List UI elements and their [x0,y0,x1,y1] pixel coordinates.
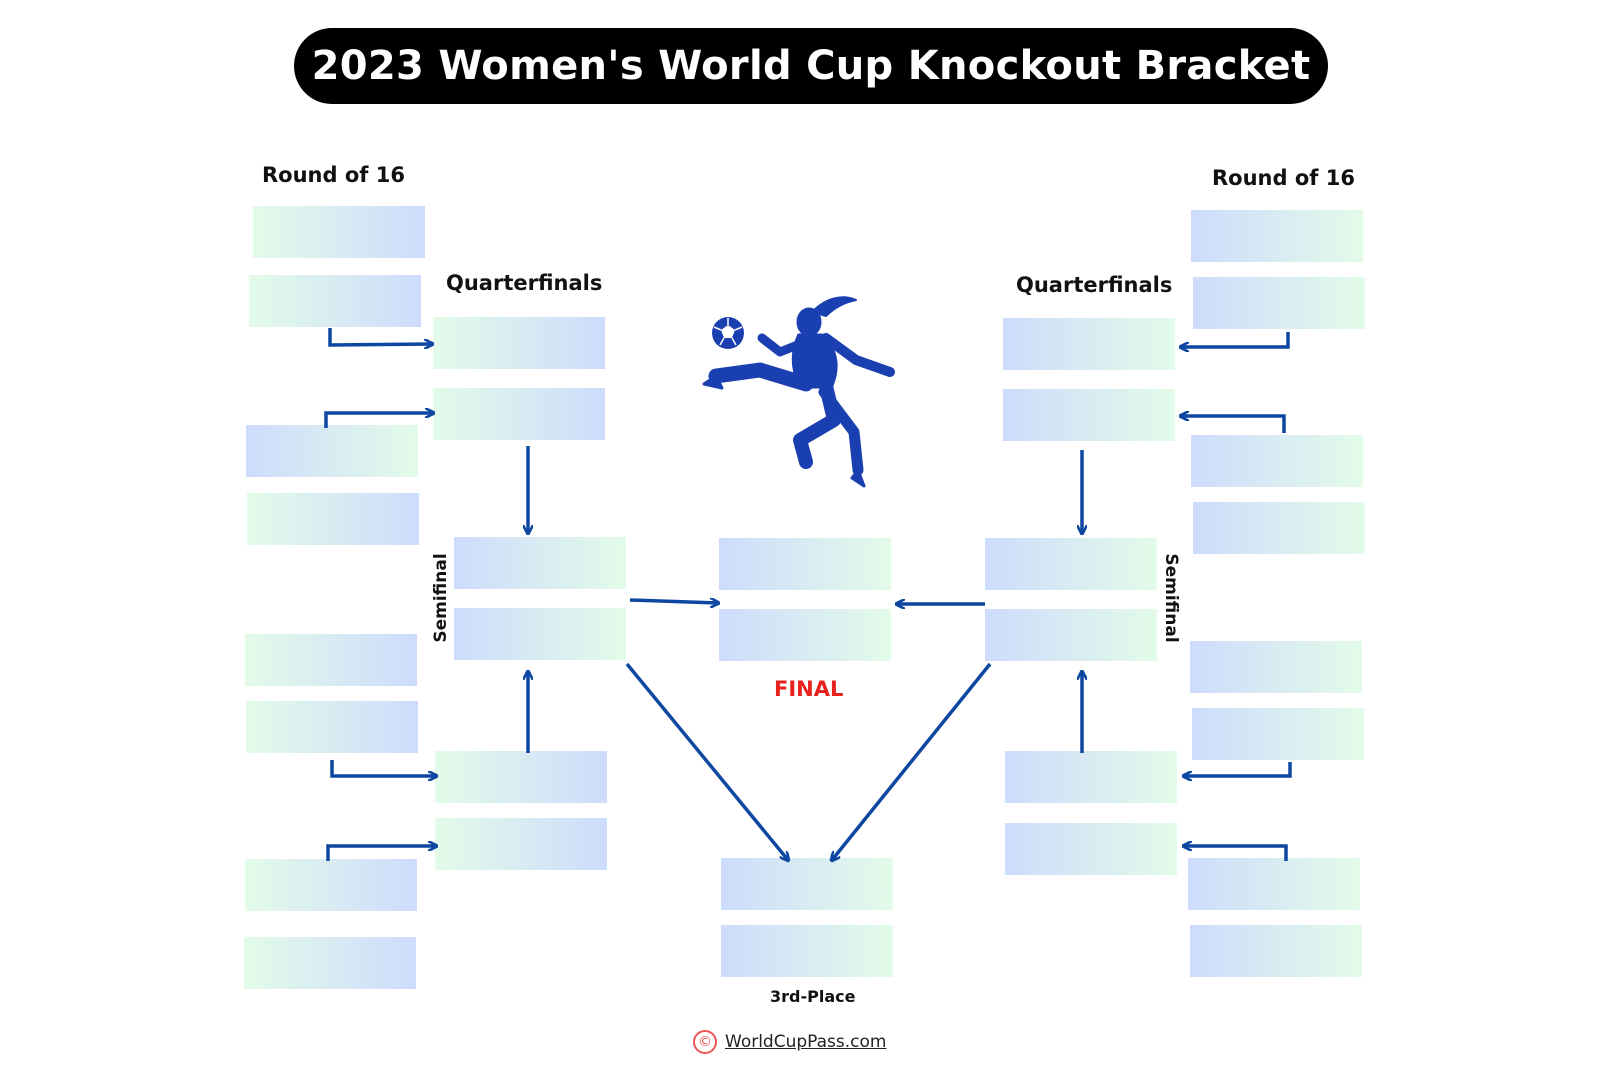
r16-right-slot-3[interactable] [1191,435,1363,487]
r16-left-slot-1[interactable] [253,206,425,258]
soccer-ball-icon [712,317,744,349]
r16-right-slot-1[interactable] [1191,210,1363,262]
r16-left-slot-7[interactable] [245,859,417,911]
r16-right-slot-5[interactable] [1190,641,1362,693]
arrow-r16-right-2 [1181,416,1286,433]
arrow-r16-left-2 [324,413,433,428]
third-place-slot-1[interactable] [721,858,893,910]
quarterfinals-right-label: Quarterfinals [1016,273,1173,297]
third-place-label: 3rd-Place [770,987,856,1006]
r16-right-slot-8[interactable] [1190,925,1362,977]
r16-left-slot-3[interactable] [246,425,418,477]
arrow-r16-left-4 [326,846,436,861]
footer: © WorldCupPass.com [693,1030,886,1054]
title-banner: 2023 Women's World Cup Knockout Bracket [294,28,1328,104]
qf-left-slot-1[interactable] [433,317,605,369]
r16-right-slot-2[interactable] [1193,277,1365,329]
r16-right-slot-4[interactable] [1193,502,1365,554]
r16-left-slot-4[interactable] [247,493,419,545]
sf-right-slot-2[interactable] [985,609,1157,661]
r16-left-slot-5[interactable] [245,634,417,686]
r16-right-slot-7[interactable] [1188,858,1360,910]
quarterfinals-left-label: Quarterfinals [446,271,603,295]
arrow-r16-left-1 [328,328,432,345]
arrow-r16-right-1 [1181,332,1290,347]
r16-left-slot-6[interactable] [246,701,418,753]
arrow-sf-left-final [629,600,718,603]
sf-left-slot-1[interactable] [454,537,626,589]
qf-left-slot-2[interactable] [433,388,605,440]
round-of-16-right-label: Round of 16 [1212,166,1355,190]
r16-left-slot-2[interactable] [249,275,421,327]
arrow-r16-left-3 [330,760,436,776]
arrow-sf-left-third [625,662,788,860]
page-title: 2023 Women's World Cup Knockout Bracket [311,43,1311,89]
r16-right-slot-6[interactable] [1192,708,1364,760]
r16-left-slot-8[interactable] [244,937,416,989]
qf-left-slot-4[interactable] [435,818,607,870]
qf-right-slot-1[interactable] [1003,318,1175,370]
final-slot-1[interactable] [719,538,891,590]
qf-right-slot-3[interactable] [1005,751,1177,803]
copyright-icon: © [693,1030,717,1054]
sf-right-slot-1[interactable] [985,538,1157,590]
final-slot-2[interactable] [719,609,891,661]
sf-left-slot-2[interactable] [454,608,626,660]
third-place-slot-2[interactable] [721,925,893,977]
qf-left-slot-3[interactable] [435,751,607,803]
arrow-r16-right-4 [1184,846,1288,861]
arrow-r16-right-3 [1184,762,1292,776]
qf-right-slot-4[interactable] [1005,823,1177,875]
soccer-player-kicking-icon [702,296,895,488]
footer-site-link[interactable]: WorldCupPass.com [725,1032,887,1052]
round-of-16-left-label: Round of 16 [262,163,405,187]
final-label: FINAL [774,677,844,701]
qf-right-slot-2[interactable] [1003,389,1175,441]
arrow-sf-right-third [832,662,992,860]
